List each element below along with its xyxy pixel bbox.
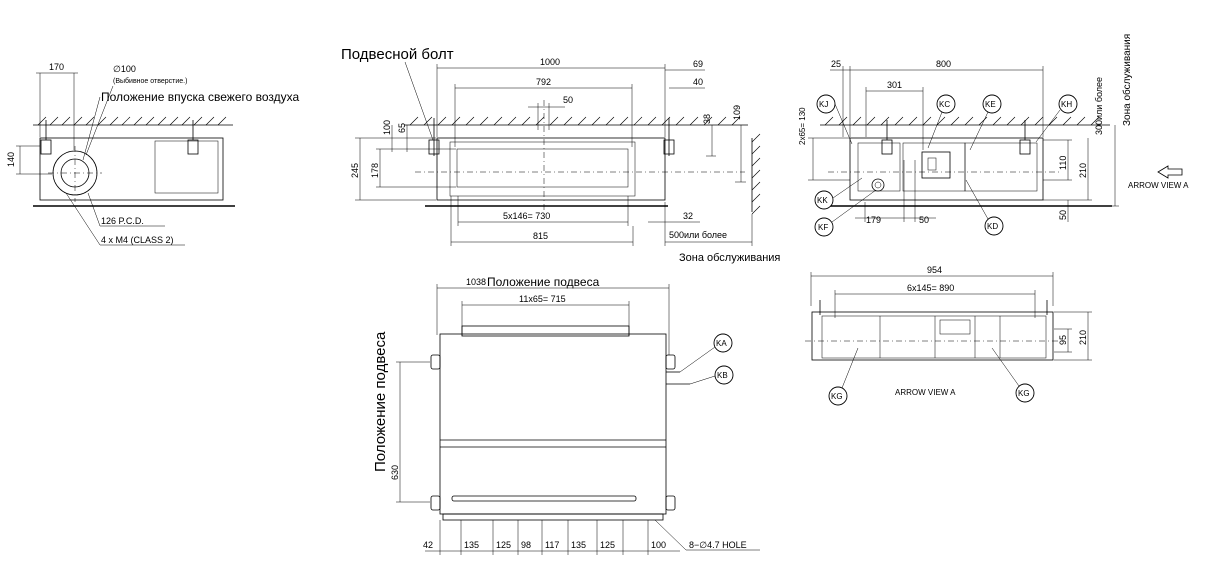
dim-301: 301 <box>887 80 902 90</box>
balloon-kb: KB <box>714 365 734 385</box>
arrow-view-a-label: ARROW VIEW A <box>1128 181 1189 190</box>
arrow-view-a-bottom: ARROW VIEW A <box>895 388 956 397</box>
dim-65: 65 <box>397 123 407 133</box>
screws-label: 4 x M4 (CLASS 2) <box>101 235 174 245</box>
pcd-label: 126 P.C.D. <box>101 216 144 226</box>
hanging-bolt-label: Подвесной болт <box>341 46 454 63</box>
dim-125a: 125 <box>496 540 511 550</box>
arrow-view-a: 954 6x145= 890 95 210 ARROW VIEW A KG KG <box>805 265 1092 406</box>
dim-135b: 135 <box>571 540 586 550</box>
holes-label: 8−∅4.7 HOLE <box>689 540 747 550</box>
balloon-kg-left: KG <box>828 386 848 406</box>
service-500: 500или более <box>669 230 727 240</box>
dim-792: 792 <box>536 77 551 87</box>
service-300: 300или более <box>1094 77 1104 135</box>
svg-text:KB: KB <box>717 371 728 380</box>
fresh-air-inlet-label: Положение впуска свежего воздуха <box>101 90 299 104</box>
dim-1038: 1038 <box>466 277 486 287</box>
svg-text:KH: KH <box>1061 100 1072 109</box>
dim-135a: 135 <box>464 540 479 550</box>
svg-text:KG: KG <box>831 392 843 401</box>
balloon-kk: KK <box>814 190 834 210</box>
dim-815: 815 <box>533 231 548 241</box>
side-view: 25 800 301 2x65= 130 110 210 300или боле… <box>798 34 1189 237</box>
dim-954: 954 <box>927 265 942 275</box>
dim-630: 630 <box>390 465 400 480</box>
dim-730: 5x146= 730 <box>503 211 550 221</box>
balloon-ke: KE <box>982 94 1002 114</box>
service-zone-label: Зона обслуживания <box>679 252 780 264</box>
svg-text:KC: KC <box>939 100 950 109</box>
service-zone-vertical: Зона обслуживания <box>1121 34 1133 126</box>
balloon-kc: KC <box>936 94 956 114</box>
dim-890: 6x145= 890 <box>907 283 954 293</box>
dim-800: 800 <box>936 59 951 69</box>
top-view: Положение подвеса Положение подвеса 1038… <box>372 275 760 555</box>
svg-text:KG: KG <box>1018 389 1030 398</box>
dim-110: 110 <box>1058 156 1068 170</box>
svg-text:KE: KE <box>985 100 996 109</box>
dim-50h: 50 <box>919 215 929 225</box>
balloon-kh: KH <box>1058 94 1078 114</box>
dim-95: 95 <box>1058 335 1068 345</box>
dim-179: 179 <box>866 215 881 225</box>
balloon-kd: KD <box>984 216 1004 236</box>
dim-117: 117 <box>545 540 559 550</box>
suspension-position-side: Положение подвеса <box>372 331 389 472</box>
dim-50: 50 <box>563 95 573 105</box>
dim-170: 170 <box>49 62 64 72</box>
dim-210-av: 210 <box>1078 330 1088 345</box>
dim-130: 2x65= 130 <box>798 107 807 145</box>
dim-125b: 125 <box>600 540 615 550</box>
balloon-kg-right: KG <box>1015 383 1035 403</box>
knockout-dia: ∅100 <box>113 64 136 74</box>
dim-109: 109 <box>732 105 742 120</box>
svg-text:KF: KF <box>818 223 828 232</box>
dim-715: 11x65= 715 <box>519 294 566 304</box>
left-end-view: 170 140 ∅100 (Выбивное отверстие.) Полож… <box>6 62 299 246</box>
svg-text:KK: KK <box>817 196 828 205</box>
svg-text:KJ: KJ <box>819 100 828 109</box>
front-view: Подвесной болт <box>341 46 780 264</box>
dim-69: 69 <box>693 59 703 69</box>
dim-210: 210 <box>1078 163 1088 178</box>
dim-25: 25 <box>831 59 841 69</box>
dim-100b: 100 <box>651 540 666 550</box>
dim-42: 42 <box>423 540 433 550</box>
suspension-position-top: Положение подвеса <box>487 275 600 289</box>
dim-50v: 50 <box>1058 210 1068 220</box>
balloon-kf: KF <box>814 217 834 237</box>
balloon-kj: KJ <box>816 94 836 114</box>
dim-178: 178 <box>370 163 380 178</box>
dim-245: 245 <box>350 163 360 178</box>
dim-32: 32 <box>683 211 693 221</box>
svg-text:KD: KD <box>987 222 998 231</box>
dim-1000: 1000 <box>540 57 560 67</box>
balloon-ka: KA <box>713 333 733 353</box>
dim-100: 100 <box>382 120 392 135</box>
svg-text:KA: KA <box>716 339 727 348</box>
dim-38: 38 <box>702 114 712 124</box>
knockout-note: (Выбивное отверстие.) <box>113 77 187 85</box>
dim-98: 98 <box>521 540 531 550</box>
dim-140: 140 <box>6 152 16 167</box>
dim-40: 40 <box>693 77 703 87</box>
